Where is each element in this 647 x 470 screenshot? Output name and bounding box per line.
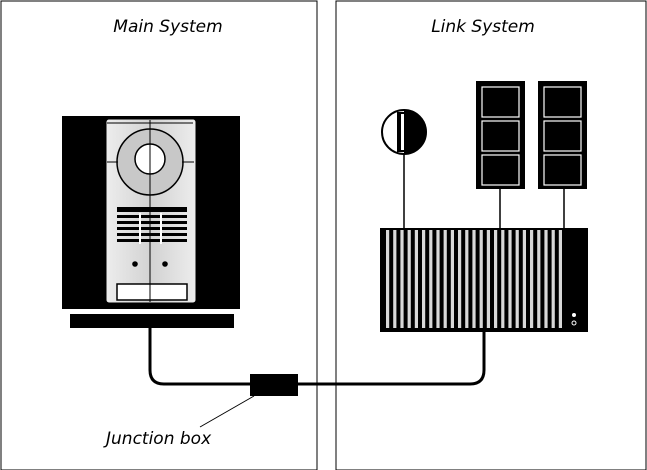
display-grille	[117, 207, 187, 244]
grille-stripe	[458, 230, 462, 328]
grille-stripe	[465, 230, 469, 328]
grille-stripe	[393, 230, 397, 328]
junction-box-label: Junction box	[103, 429, 212, 449]
main-system-panel: Main System	[0, 0, 318, 470]
grille-stripe	[479, 230, 483, 328]
grille-stripe	[551, 230, 555, 328]
grille-stripe	[537, 230, 541, 328]
grille-stripe	[407, 230, 411, 328]
link-cable	[148, 328, 486, 386]
grille-stripe	[508, 230, 512, 328]
grille-stripe	[544, 230, 548, 328]
grille-stripe	[494, 230, 498, 328]
link-system-panel: Link System	[335, 0, 647, 470]
grille-stripe	[515, 230, 519, 328]
callout-leader	[199, 395, 255, 428]
music-system-icon	[62, 116, 240, 328]
grille-stripe	[414, 230, 418, 328]
grille-stripe	[486, 230, 490, 328]
grille-stripe	[436, 230, 440, 328]
grille-stripe	[501, 230, 505, 328]
grille-stripe	[400, 230, 404, 328]
grille-stripes	[386, 230, 562, 328]
grille-stripe	[386, 230, 390, 328]
audio-player-icon	[380, 228, 588, 332]
ir-receiver	[571, 320, 577, 326]
grille-stripe	[422, 230, 426, 328]
grille-stripe	[443, 230, 447, 328]
indicator-lamp-icon	[381, 109, 427, 228]
junction-box-icon	[250, 374, 298, 396]
standby-light	[572, 313, 576, 317]
control-dot-left	[132, 261, 138, 267]
grille-stripe	[450, 230, 454, 328]
link-system-title: Link System	[431, 17, 535, 37]
grille-stripe	[530, 230, 534, 328]
speaker-icon	[538, 81, 587, 228]
grille-stripe	[472, 230, 476, 328]
control-dot-right	[162, 261, 168, 267]
main-system-title: Main System	[113, 17, 222, 37]
grille-stripe	[429, 230, 433, 328]
cassette-slot	[116, 283, 188, 301]
grille-stripe	[522, 230, 526, 328]
grille-stripe	[558, 230, 562, 328]
speaker-icon	[476, 81, 525, 228]
